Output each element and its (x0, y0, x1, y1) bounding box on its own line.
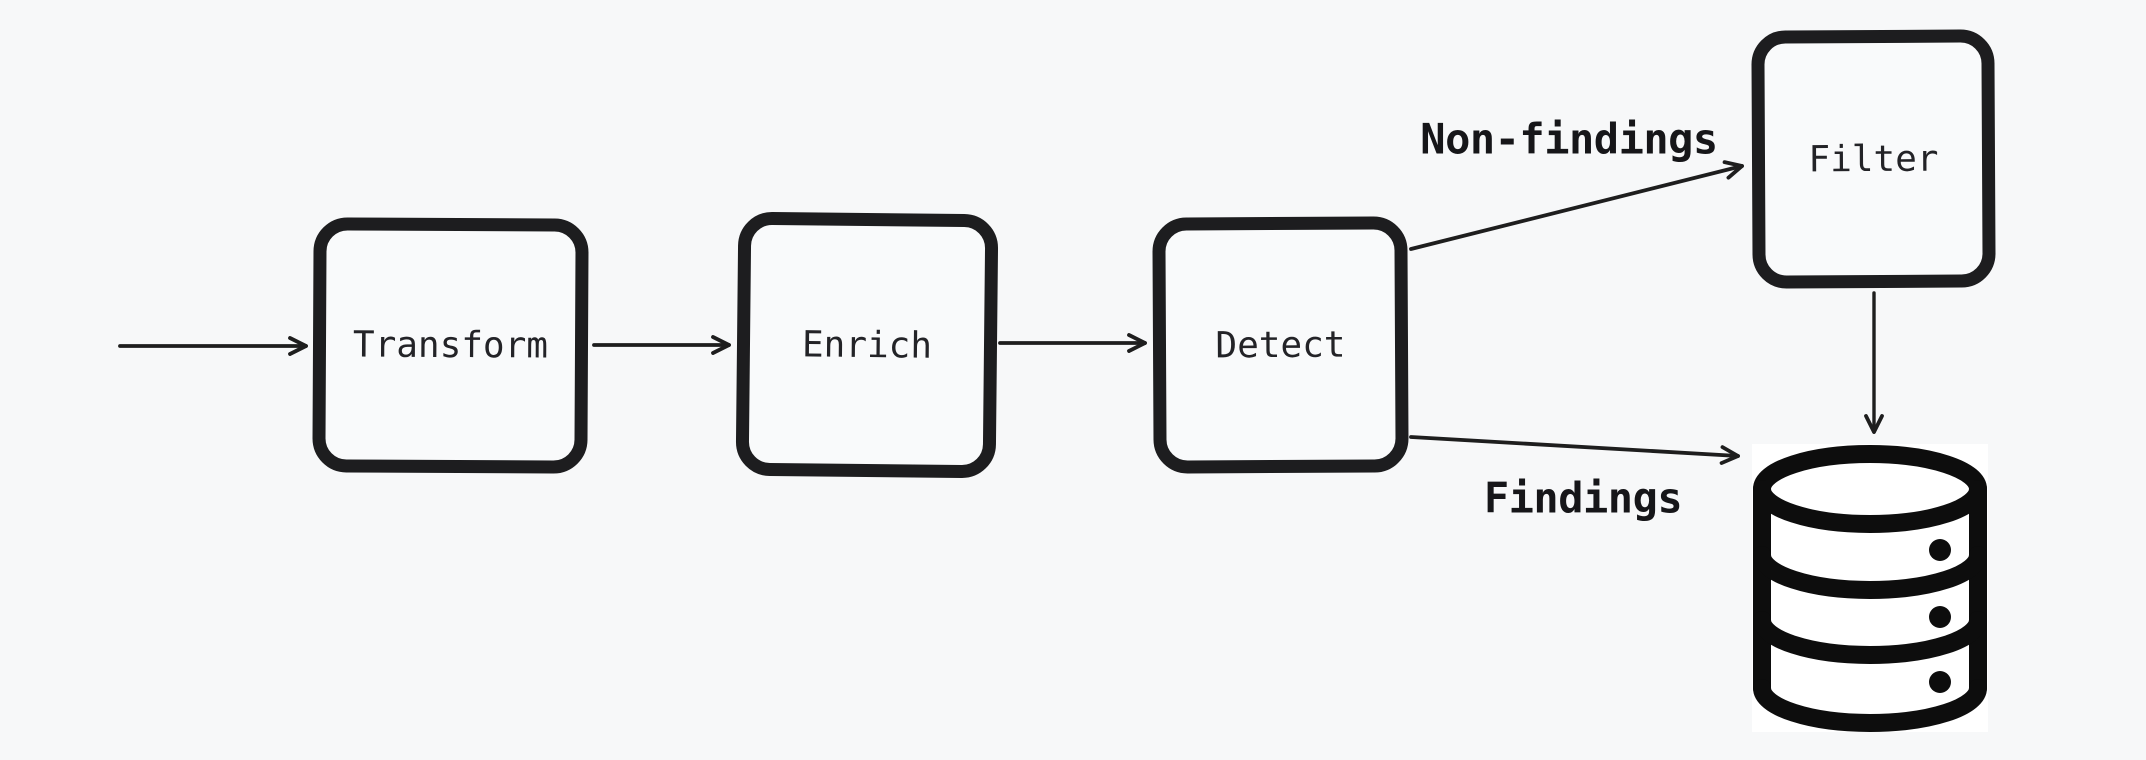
node-transform-label: Transform (352, 324, 549, 367)
datastore-node (1752, 444, 1988, 732)
node-enrich: Enrich (735, 211, 999, 479)
node-detect-label: Detect (1215, 324, 1346, 366)
node-detect: Detect (1152, 216, 1409, 474)
node-filter-label: Filter (1808, 138, 1939, 180)
arrow-detect-to-datastore (1409, 435, 1740, 465)
node-transform: Transform (312, 217, 589, 474)
arrow-detect-to-filter (1409, 160, 1744, 251)
node-filter: Filter (1751, 29, 1996, 289)
edge-label-findings: Findings (1483, 473, 1683, 523)
database-icon (1753, 445, 1987, 732)
edge-label-non-findings: Non-findings (1420, 114, 1718, 164)
node-enrich-label: Enrich (801, 323, 933, 367)
